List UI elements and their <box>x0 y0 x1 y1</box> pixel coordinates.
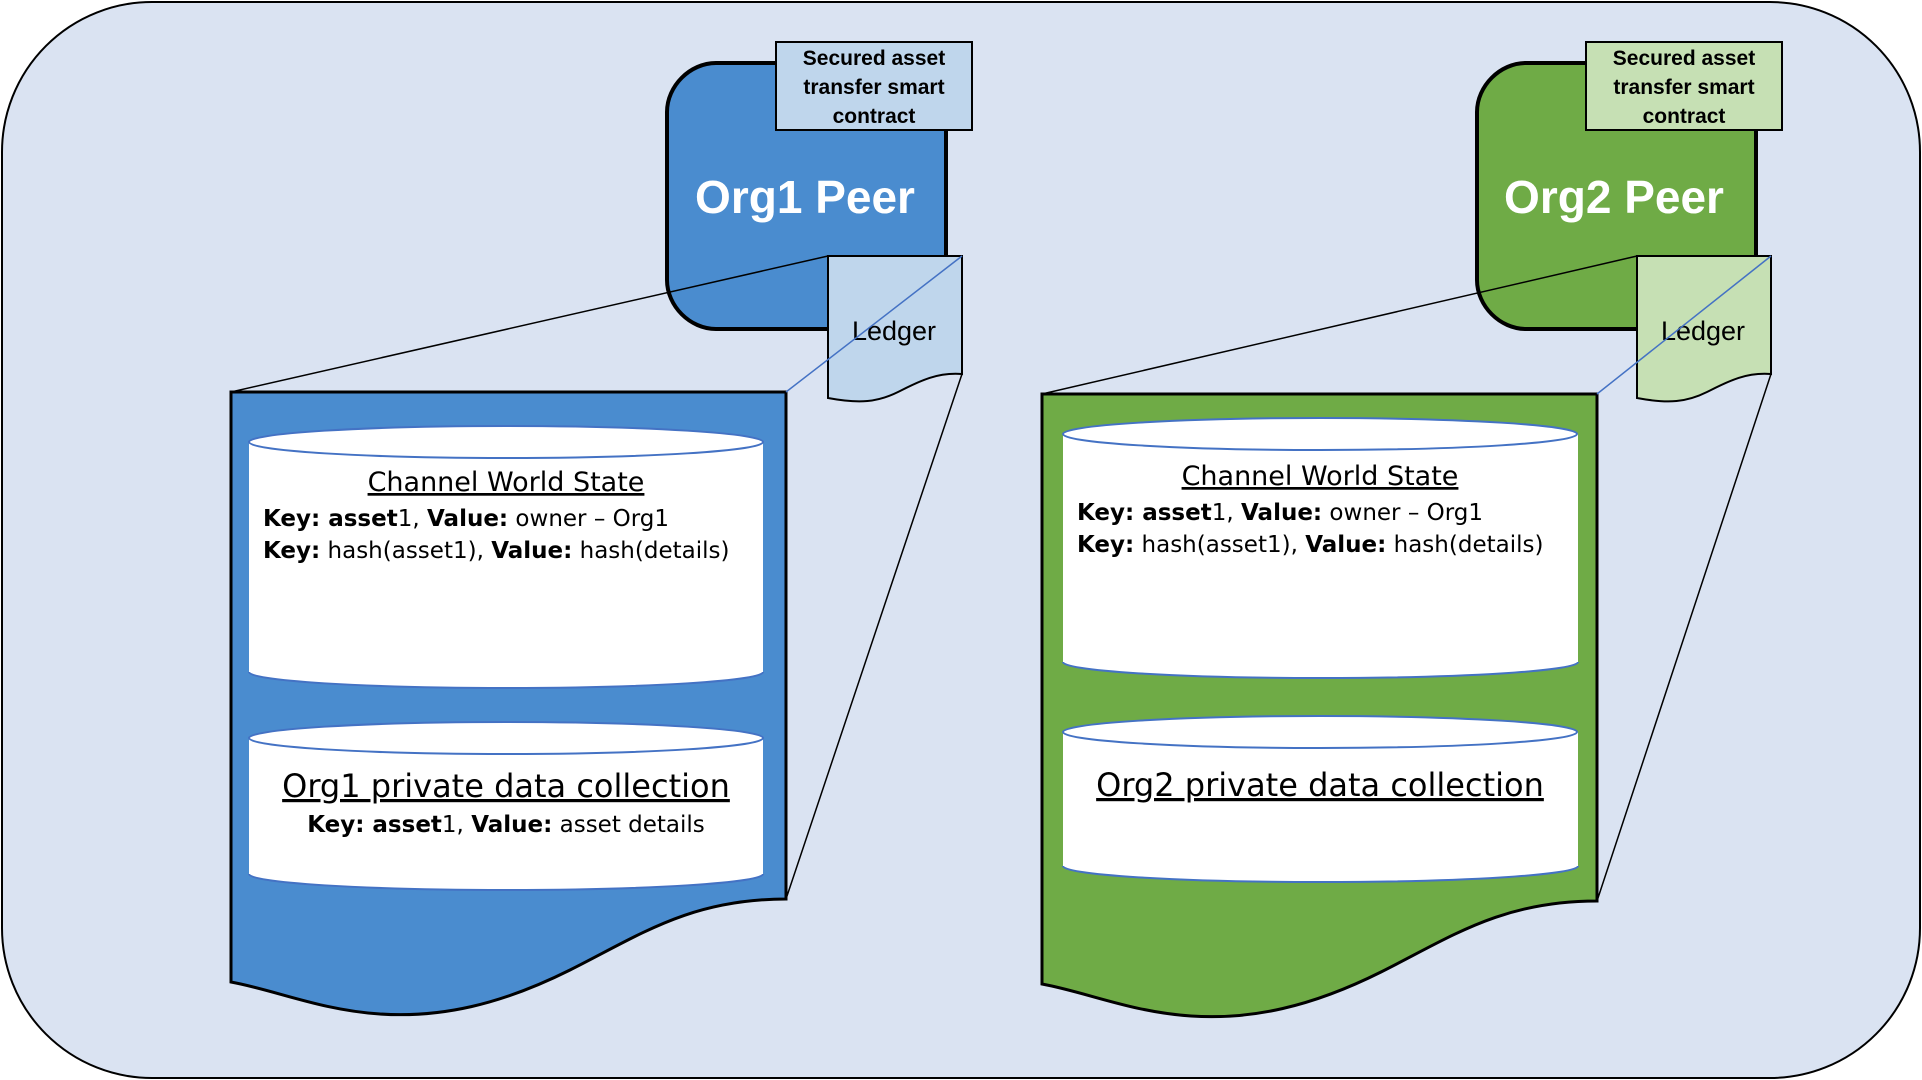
org1-private-data-line-1: Key: asset1, Value: asset details <box>307 812 705 838</box>
org2-contract-line-3: contract <box>1643 105 1726 128</box>
org2-group: Org2 Peer Secured asset transfer smart c… <box>1040 41 1783 1019</box>
org2-world-state-line-2: Key: hash(asset1), Value: hash(details) <box>1077 532 1543 558</box>
org2-world-state-line-1: Key: asset1, Value: owner – Org1 <box>1077 500 1483 526</box>
org2-zoom-line-bottom <box>1596 373 1772 902</box>
org1-private-data-title: Org1 private data collection <box>282 767 730 805</box>
org2-contract-box <box>1585 41 1783 131</box>
org1-world-state-line-2: Key: hash(asset1), Value: hash(details) <box>263 538 729 564</box>
org1-world-state-line-1: Key: asset1, Value: owner – Org1 <box>263 506 669 532</box>
org1-contract-box <box>775 41 973 131</box>
org2-zoom-line-left <box>1041 255 1638 395</box>
org2-ledger-label: Ledger <box>1661 316 1745 346</box>
org2-world-state-title: Channel World State <box>1182 461 1459 492</box>
org2-world-state-cylinder <box>1062 417 1579 680</box>
org1-zoom-line-bottom <box>785 373 963 900</box>
org1-peer-label: Org1 Peer <box>695 171 915 223</box>
org1-group: Org1 Peer Secured asset transfer smart c… <box>229 41 973 1017</box>
org2-ledger-document-icon <box>1636 255 1772 403</box>
org1-contract-line-1: Secured asset <box>803 47 945 70</box>
org1-ledger-document-icon <box>827 255 963 403</box>
org1-private-data-cylinder <box>248 721 764 891</box>
org2-zoom-line-top <box>1596 255 1772 395</box>
org2-contract-line-2: transfer smart <box>1613 76 1754 99</box>
org1-contract-line-3: contract <box>833 105 916 128</box>
org2-peer-label: Org2 Peer <box>1504 171 1724 223</box>
org2-private-data-cylinder <box>1062 715 1579 884</box>
org2-contract-line-1: Secured asset <box>1613 47 1755 70</box>
org1-zoom-line-left <box>230 255 829 393</box>
org1-world-state-cylinder <box>248 425 764 689</box>
org1-world-state-title: Channel World State <box>368 467 645 498</box>
org1-zoom-line-top <box>785 255 963 393</box>
org1-contract-line-2: transfer smart <box>803 76 944 99</box>
org2-private-data-title: Org2 private data collection <box>1096 766 1544 804</box>
